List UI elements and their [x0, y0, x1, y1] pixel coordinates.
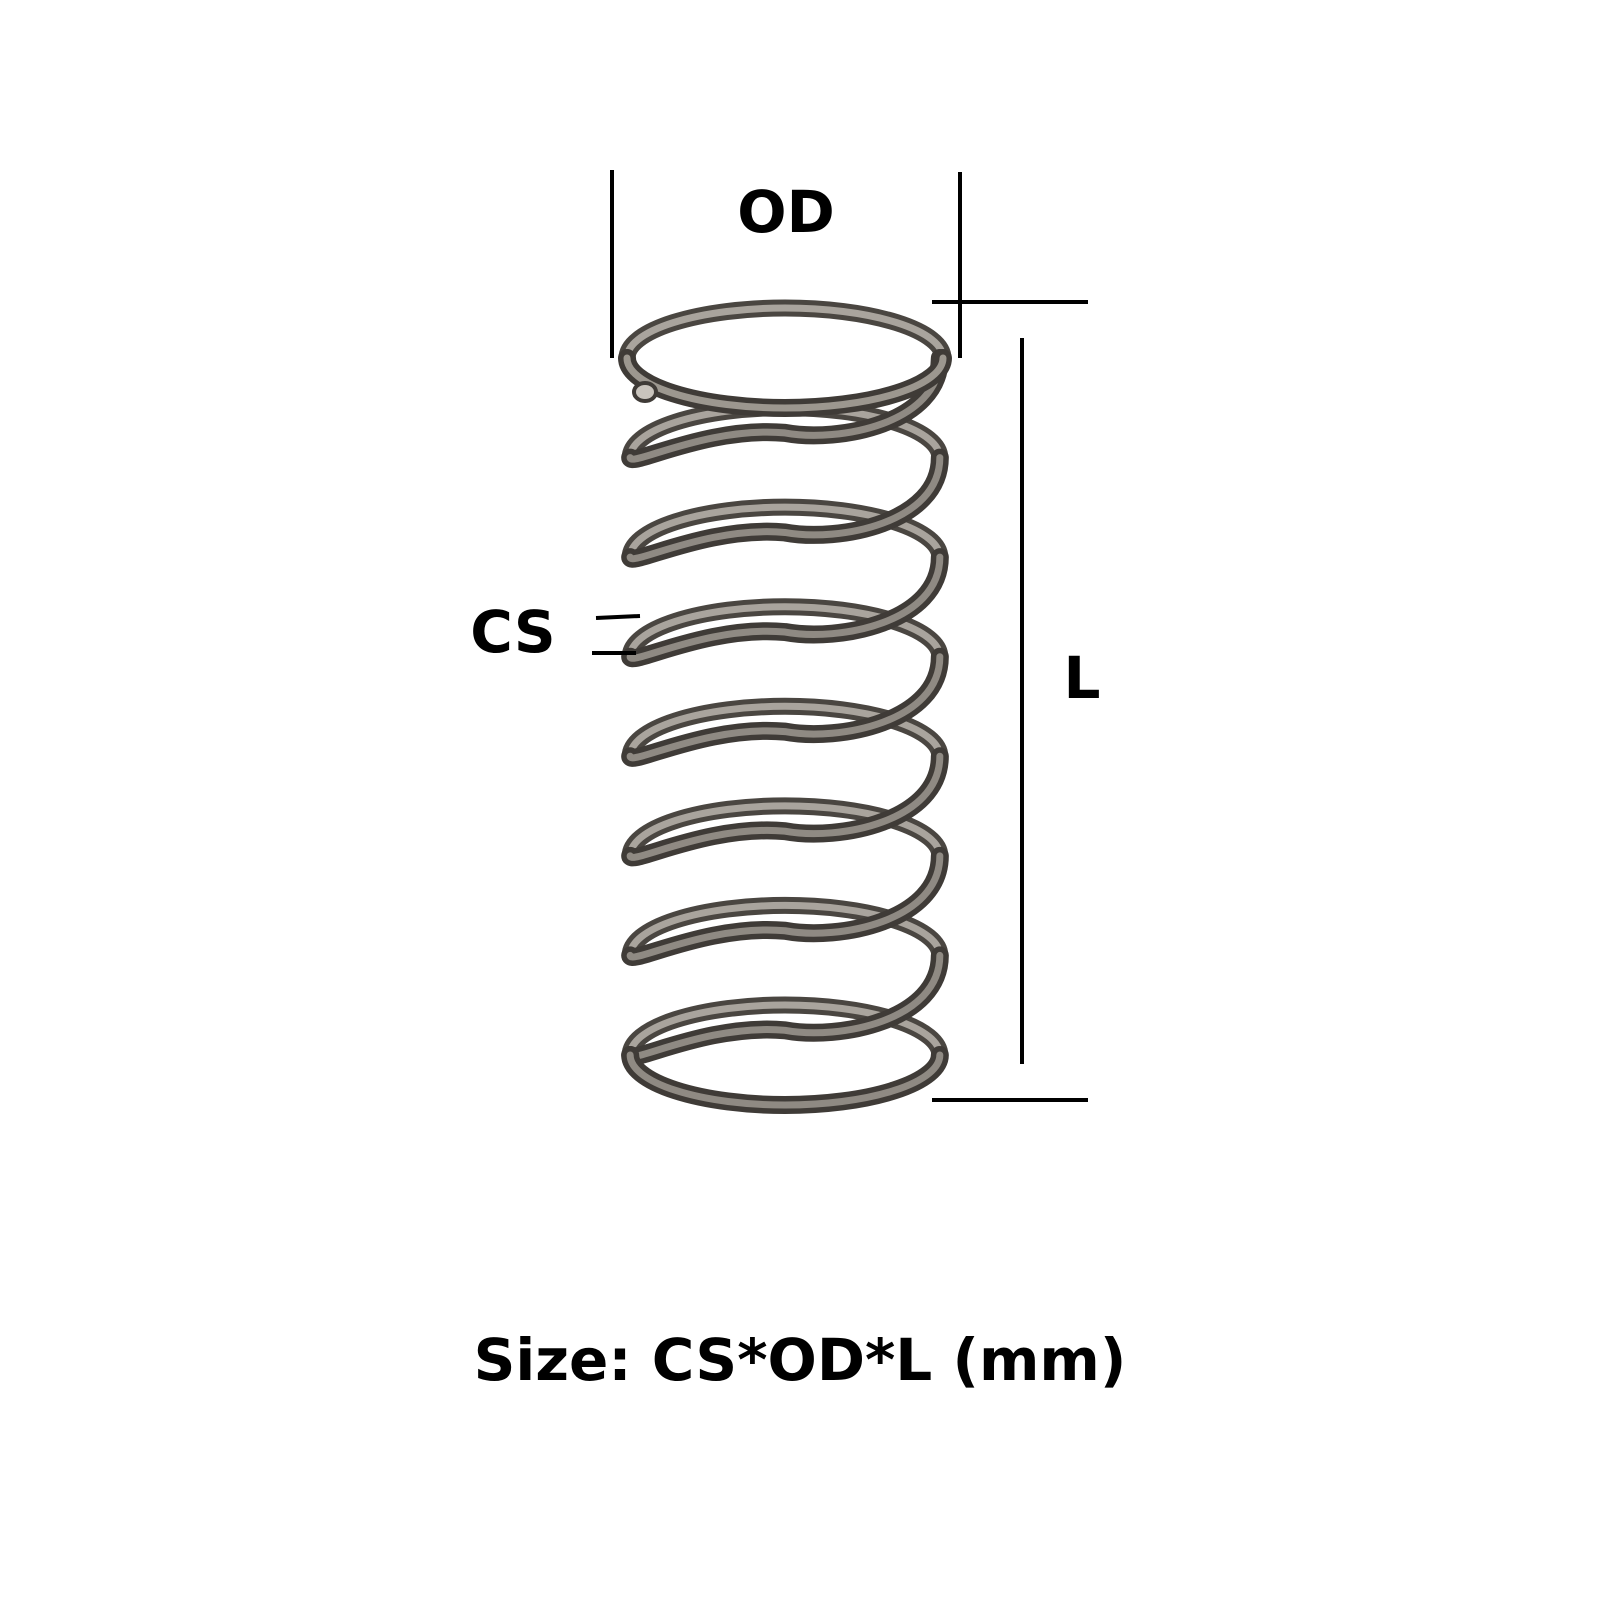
spring-end-ring-front — [621, 1046, 949, 1114]
spring-coil-back-highlight — [623, 304, 947, 362]
length-label: L — [1064, 644, 1101, 712]
od-label: OD — [737, 178, 834, 246]
spring-coil-back-highlight — [626, 702, 944, 760]
spring-coil-back-highlight — [626, 802, 944, 860]
spring-coil-front-highlight — [626, 752, 944, 861]
spring-coil-back-highlight — [626, 901, 944, 959]
spring-coil-front-highlight — [626, 951, 944, 1060]
spring-coil-back-highlight — [626, 1001, 944, 1059]
spring-coil-front-highlight — [626, 852, 944, 961]
spring-coil-front-highlight — [626, 454, 944, 563]
spring-coil-front-highlight — [626, 354, 944, 463]
size-caption: Size: CS*OD*L (mm) — [473, 1326, 1127, 1394]
length-dimension — [932, 300, 1088, 1102]
spring-top-ring-front — [618, 349, 952, 417]
od-dimension — [610, 170, 962, 358]
spring-coil-back-highlight — [626, 603, 944, 661]
spring-wire-end — [632, 381, 658, 403]
cs-label: CS — [470, 598, 555, 666]
cs-dimension — [592, 614, 641, 655]
spring-end-ring-front-highlight — [626, 1051, 944, 1109]
compression-spring-icon — [618, 299, 952, 1114]
spring-coil-back — [618, 299, 952, 367]
spring-coil-front-highlight — [626, 653, 944, 762]
cs-top-tick — [595, 614, 641, 620]
spring-coil-front-highlight — [626, 553, 944, 662]
spring-coil-back-highlight — [626, 503, 944, 561]
